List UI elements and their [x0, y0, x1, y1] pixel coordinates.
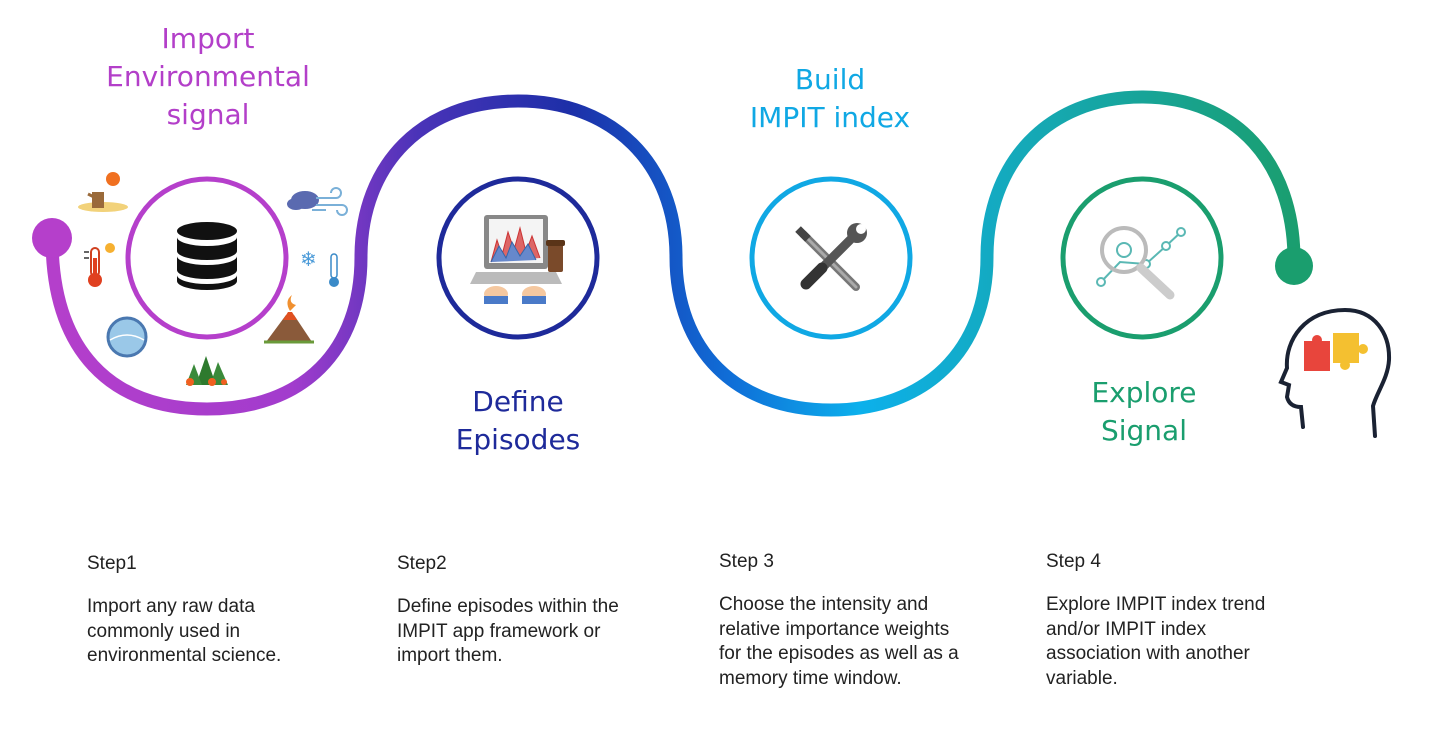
- wind-cloud-icon: [287, 187, 348, 216]
- desert-sun-icon: [78, 172, 128, 212]
- end-dot: [1275, 247, 1313, 285]
- step3-circle: [749, 176, 913, 340]
- step4-label: Step 4: [1046, 551, 1101, 572]
- step4-title: Explore Signal: [1091, 376, 1197, 447]
- step4-description: Explore IMPIT index trend and/or IMPIT i…: [1046, 594, 1266, 689]
- snow-thermometer-icon: ❄: [300, 247, 339, 287]
- head-puzzle-icon: [1278, 308, 1392, 438]
- step4-circle: [1060, 176, 1224, 340]
- step1-description: Import any raw data commonly used in env…: [87, 596, 282, 666]
- step3-label: Step 3: [719, 551, 774, 572]
- magnifier-chart-icon: [1096, 226, 1186, 300]
- step3-title: Build IMPIT index: [749, 63, 911, 134]
- step2-description: Define episodes within the IMPIT app fra…: [397, 596, 619, 666]
- start-dot: [32, 218, 72, 258]
- laptop-chart-icon: [470, 215, 565, 304]
- step2-label: Step2: [397, 553, 447, 574]
- step2-circle: [436, 176, 600, 340]
- globe-icon: [106, 316, 148, 358]
- database-icon: [177, 222, 237, 290]
- step1-circle: [125, 176, 289, 340]
- thermometer-hot-icon: [84, 243, 115, 287]
- step1-label: Step1: [87, 553, 137, 574]
- step3-description: Choose the intensity and relative import…: [719, 594, 959, 689]
- step2-title: Define Episodes: [455, 385, 581, 456]
- forest-fire-icon: [186, 356, 228, 386]
- tools-icon: [795, 223, 867, 291]
- volcano-icon: [264, 295, 314, 344]
- step1-title: Import Environmental signal: [106, 22, 310, 131]
- process-path: [45, 90, 1301, 417]
- svg-text:❄: ❄: [300, 247, 317, 271]
